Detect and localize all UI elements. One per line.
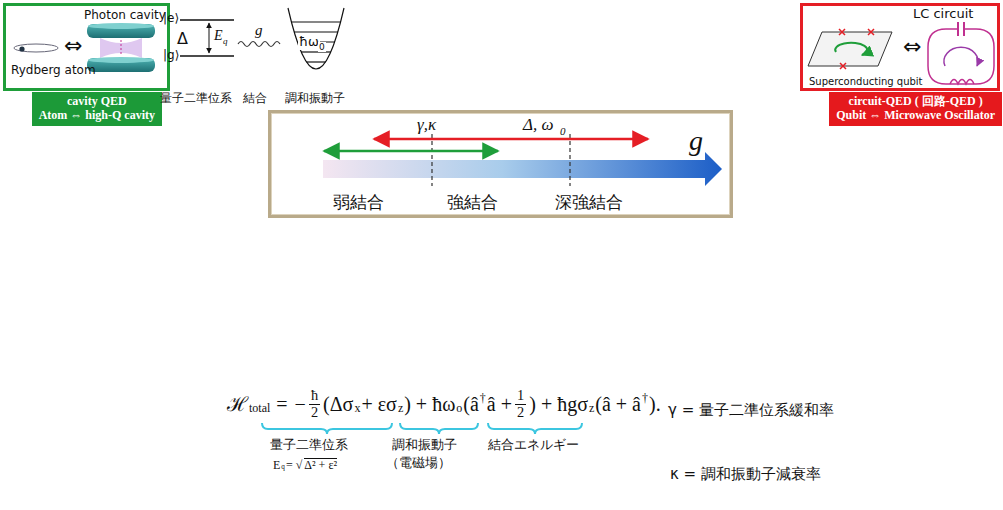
- formula-part: â +: [487, 393, 512, 415]
- label: 結合エネルギー: [488, 438, 579, 453]
- node-text: ⇔: [903, 34, 921, 59]
- formula-part: z: [398, 402, 403, 415]
- node-text: Superconducting qubit: [809, 76, 923, 88]
- formula-part: 2: [309, 404, 320, 421]
- formula-part: E: [273, 459, 280, 472]
- label: q: [223, 36, 228, 46]
- formula-part: −: [295, 393, 306, 415]
- node-text: Rydberg atom: [11, 64, 96, 78]
- node-text: g: [689, 125, 703, 157]
- node-text: 0: [560, 125, 566, 138]
- formula-part: ħ: [311, 388, 318, 404]
- coupling-scale: [323, 134, 722, 186]
- formula-part: o: [456, 402, 462, 415]
- formula: Eq= √Δ² + ε²: [272, 458, 338, 472]
- label: 調和振動子: [285, 92, 345, 106]
- formula-part: ) + ħgσ: [529, 393, 588, 415]
- label: γ = 量子二準位系緩和率: [668, 402, 834, 419]
- harmonic-oscillator: [288, 8, 344, 69]
- formula-part: ℋ: [227, 393, 248, 415]
- label: |e⟩: [163, 12, 179, 26]
- formula-part: 2: [515, 404, 526, 421]
- formula: ℋtotal=−ħ2(Δσx+ εσz) + ħωo(â†â +12) + ħg…: [226, 388, 662, 421]
- node-text: cavity QED: [39, 95, 155, 109]
- formula-part: (â: [463, 393, 479, 415]
- label: 量子二準位系: [270, 438, 348, 453]
- formula-part: =: [276, 393, 287, 415]
- label: 0: [318, 42, 326, 52]
- node-text: γ,κ: [417, 115, 436, 135]
- formula-part: q: [281, 464, 285, 472]
- node-text: Δ, ω: [523, 115, 553, 135]
- formula-part: †: [480, 392, 486, 405]
- formula-part: (â + â: [595, 393, 641, 415]
- label: （電磁場）: [386, 456, 451, 471]
- circuit-qed-tag: circuit-QED ( 回路-QED )Qubit ⇔ Microwave …: [829, 92, 1002, 126]
- formula-part: total: [249, 402, 270, 415]
- node-text: ⇔: [64, 33, 82, 58]
- two-level-system: [180, 20, 234, 56]
- label: 調和振動子: [392, 438, 457, 453]
- coupling-wave: [238, 42, 280, 47]
- term-braces: [262, 423, 582, 434]
- superconducting-qubit: [808, 29, 892, 69]
- node-text: Photon cavity: [84, 9, 166, 23]
- label: Δ: [177, 30, 188, 48]
- formula-part: Δ² + ε²: [304, 458, 337, 472]
- node-text: 弱結合: [333, 193, 384, 213]
- fraction: ħ2: [309, 388, 320, 421]
- label: κ = 調和振動子減衰率: [670, 466, 821, 483]
- lc-circuit: [928, 22, 994, 84]
- node-text: Atom ⇔ high-Q cavity: [39, 109, 155, 123]
- label: E: [214, 28, 223, 44]
- cavity-qed-panel: Photon cavityRydberg atom ⇔: [3, 3, 170, 91]
- formula-part: 1: [517, 388, 524, 404]
- label: 結合: [243, 92, 267, 106]
- node-text: 深強結合: [555, 193, 623, 213]
- label: ħω: [298, 35, 320, 50]
- node-text: circuit-QED ( 回路-QED ): [836, 95, 995, 109]
- formula-part: ).: [649, 393, 661, 415]
- formula-part: †: [642, 392, 648, 405]
- formula-part: + εσ: [361, 393, 396, 415]
- formula-part: ) + ħω: [404, 393, 455, 415]
- formula-part: x: [354, 402, 360, 415]
- node-text: 強結合: [447, 193, 498, 213]
- fraction: 12: [515, 388, 526, 421]
- coupling-regime-box: γ,κ Δ, ω 0 g 弱結合 強結合 深強結合: [268, 110, 733, 218]
- label: 量子二準位系: [160, 92, 232, 106]
- label: g: [255, 22, 263, 39]
- label: |g⟩: [163, 49, 179, 63]
- node-text: LC circuit: [913, 7, 973, 22]
- formula-part: (Δσ: [323, 393, 353, 415]
- formula-part: z: [589, 402, 594, 415]
- cavity-qed-tag: cavity QEDAtom ⇔ high-Q cavity: [32, 92, 162, 126]
- circuit-qed-panel: LC circuitSuperconducting qubit ⇔: [800, 3, 1000, 91]
- rydberg-atom: [14, 44, 58, 52]
- node-text: Qubit ⇔ Microwave Oscillator: [836, 109, 995, 123]
- photon-cavity: [87, 23, 155, 72]
- formula-part: = √: [286, 459, 302, 472]
